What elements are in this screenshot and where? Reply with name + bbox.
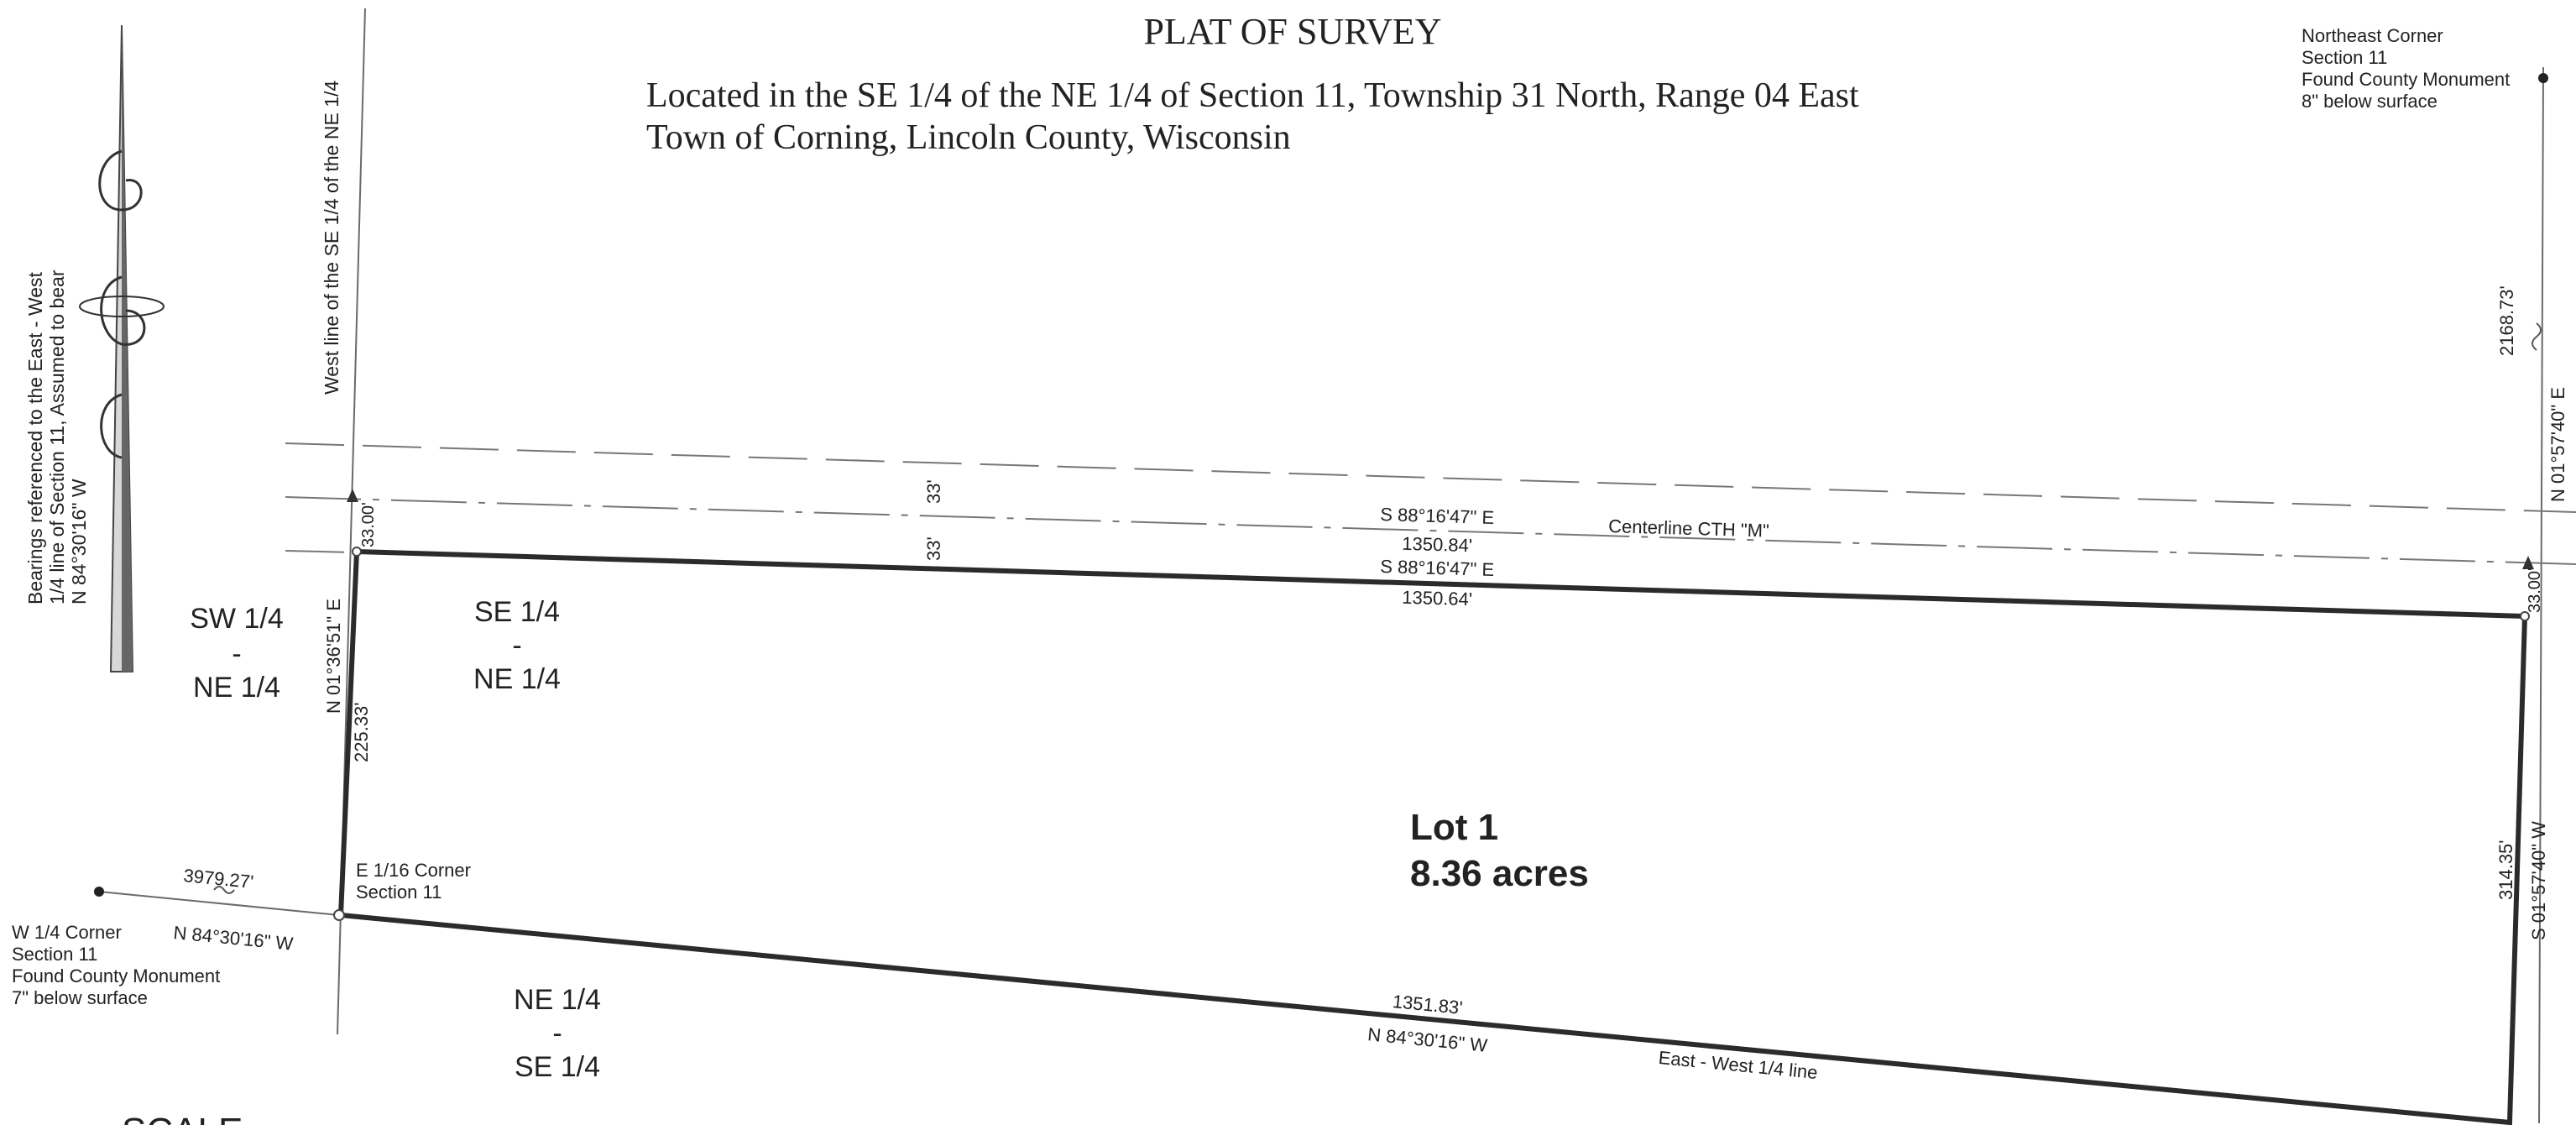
w14-tie-line — [98, 891, 340, 916]
north-boundary-distance: 1350.64' — [1402, 587, 1472, 610]
row-arrow-west-icon — [347, 489, 358, 502]
row-west-width: 33.00' — [359, 502, 378, 547]
west-boundary-distance: 225.33' — [351, 703, 372, 763]
lot-area: 8.36 acres — [1410, 853, 1589, 894]
row-east-width: 33.00' — [2526, 568, 2544, 613]
road-row-south-line — [285, 550, 353, 553]
ne-tie-bearing: N 01°57'40" E — [2547, 387, 2568, 502]
ne-corner-line-1: Northeast Corner — [2302, 25, 2443, 46]
location-line-2: Town of Corning, Lincoln County, Wiscons… — [646, 118, 1291, 157]
w14-corner-line-4: 7" below surface — [12, 987, 148, 1008]
quarter-label-sw-ne-1: SW 1/4 — [190, 603, 283, 635]
road-centerline — [285, 496, 2576, 565]
south-boundary-bearing: N 84°30'16" W — [1366, 1023, 1488, 1056]
row-south-width: 33' — [923, 536, 944, 561]
break-symbol-w14-icon — [213, 886, 235, 894]
quarter-label-se-ne-1: SE 1/4 — [474, 596, 560, 628]
quarter-label-se-ne-2: - — [512, 630, 521, 662]
w14-tie-bearing: N 84°30'16" W — [173, 922, 295, 955]
north-boundary-bearing: S 88°16'47" E — [1380, 556, 1494, 580]
break-symbol-ne-icon — [2532, 322, 2542, 351]
w14-corner-line-2: Section 11 — [12, 944, 97, 965]
monument-w14-icon — [94, 887, 104, 897]
quarter-label-sw-ne-3: NE 1/4 — [193, 672, 280, 704]
ne-tie-distance: 2168.73' — [2496, 285, 2517, 356]
west-line-label: West line of the SE 1/4 of the NE 1/4 — [321, 81, 342, 395]
ne-corner-line-3: Found County Monument — [2302, 69, 2510, 90]
road-row-north-line — [285, 442, 2576, 513]
centerline-distance: 1350.84' — [1402, 533, 1472, 556]
quarter-label-ne-se-1: NE 1/4 — [514, 984, 601, 1016]
w14-corner-line-1: W 1/4 Corner — [12, 922, 122, 943]
lot-1-boundary — [337, 548, 2528, 1125]
location-line-1: Located in the SE 1/4 of the NE 1/4 of S… — [646, 76, 1859, 115]
lot-name: Lot 1 — [1410, 807, 1498, 848]
east-boundary-bearing: S 01°57'40" W — [2528, 821, 2549, 940]
ne-corner-line-4: 8" below surface — [2302, 91, 2438, 112]
east-section-line — [2538, 66, 2544, 1124]
north-arrow-icon — [79, 24, 165, 672]
monument-nw-icon — [352, 547, 362, 557]
row-arrow-east-icon — [2522, 556, 2534, 569]
bearing-note-line-1: Bearings referenced to the East - West — [24, 272, 46, 604]
quarter-label-ne-se-2: - — [552, 1018, 562, 1049]
row-north-width: 33' — [923, 479, 944, 504]
w14-tie-distance: 3979.27' — [183, 865, 255, 892]
w14-corner-line-3: Found County Monument — [12, 965, 220, 986]
scale-label: SCALE — [122, 1111, 243, 1125]
e116-corner-line-1: E 1/16 Corner — [356, 860, 471, 881]
bearing-note-line-2: 1/4 line of Section 11, Assumed to bear — [46, 269, 68, 604]
bearing-note-line-3: N 84°30'16" W — [68, 479, 90, 604]
monument-ne-icon — [2538, 73, 2548, 83]
quarter-label-se-ne-3: NE 1/4 — [473, 663, 561, 695]
quarter-label-sw-ne-2: - — [232, 638, 241, 670]
ne-corner-line-2: Section 11 — [2302, 47, 2387, 68]
plat-title: PLAT OF SURVEY — [1143, 11, 1441, 52]
monument-ne-lot-icon — [2520, 611, 2530, 621]
east-boundary-distance: 314.35' — [2495, 840, 2516, 901]
centerline-bearing: S 88°16'47" E — [1380, 504, 1494, 528]
e116-corner-line-2: Section 11 — [356, 882, 442, 903]
quarter-label-ne-se-3: SE 1/4 — [515, 1051, 600, 1083]
centerline-label: Centerline CTH "M" — [1608, 515, 1769, 542]
monument-e116-icon — [333, 909, 345, 921]
west-boundary-bearing: N 01°36'51" E — [323, 599, 344, 714]
